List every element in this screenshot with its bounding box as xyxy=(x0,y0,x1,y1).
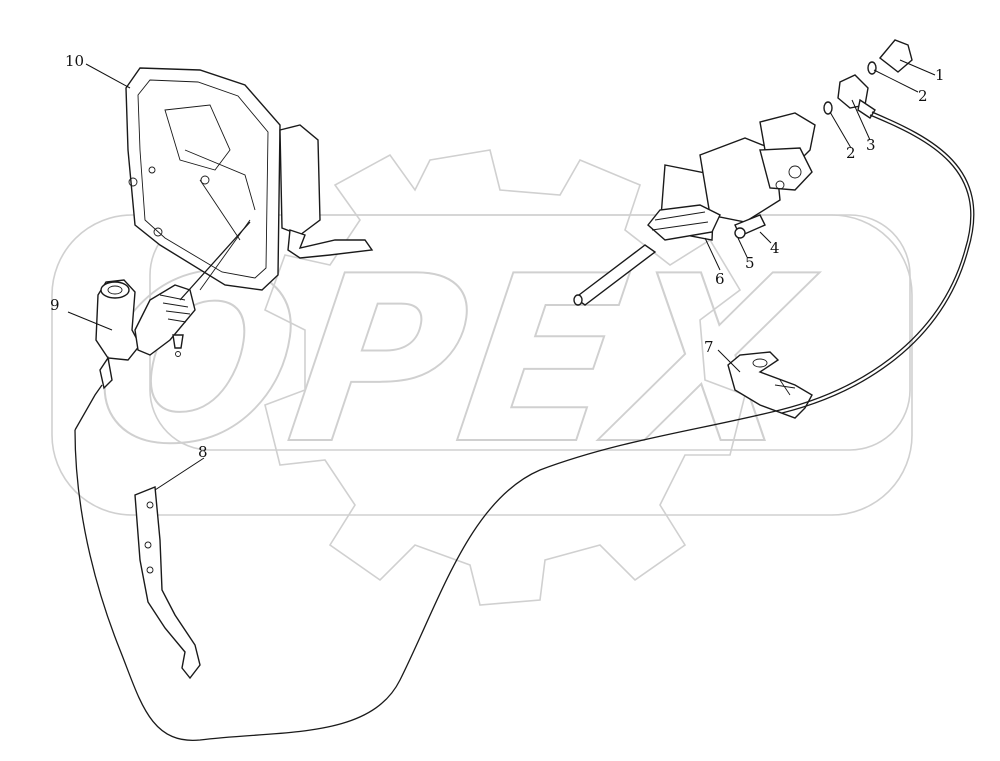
callout-labels: 1 2 2 3 4 5 6 7 8 9 10 xyxy=(50,52,945,461)
hose-cylinder xyxy=(74,384,103,431)
hydraulic-hoses xyxy=(74,111,975,741)
callout-9: 9 xyxy=(50,296,60,314)
callout-5: 5 xyxy=(745,254,755,272)
hose-bracket xyxy=(727,351,813,419)
callout-4: 4 xyxy=(770,239,780,257)
callout-1: 1 xyxy=(935,66,945,84)
callout-10: 10 xyxy=(65,52,84,70)
leader-2a xyxy=(873,69,919,93)
clutch-master-cylinder xyxy=(95,279,196,390)
callout-2a: 2 xyxy=(918,87,928,105)
leader-5 xyxy=(737,237,748,258)
clutch-pedal-lever xyxy=(134,486,201,680)
callout-2b: 2 xyxy=(846,144,856,162)
leader-1 xyxy=(899,59,936,76)
leader-6 xyxy=(704,237,721,271)
leader-4 xyxy=(759,231,772,244)
callout-6: 6 xyxy=(715,270,725,288)
fitting-1 xyxy=(878,39,913,73)
leader-2b xyxy=(829,111,852,149)
washer-2b xyxy=(823,101,833,115)
leader-8 xyxy=(154,457,205,491)
callout-leaders xyxy=(67,59,936,491)
callout-3: 3 xyxy=(866,136,876,154)
washer-2a xyxy=(867,61,877,75)
pedal-bracket-housing xyxy=(125,67,374,291)
clutch-booster xyxy=(573,112,816,306)
leader-10 xyxy=(85,63,131,89)
leader-3 xyxy=(851,99,871,141)
hose-main xyxy=(74,114,972,741)
hose-fittings xyxy=(823,39,913,119)
watermark-text: OPEX xyxy=(80,226,826,495)
pushrod-link xyxy=(179,221,251,301)
hose-inner xyxy=(781,111,975,414)
leader-7 xyxy=(717,349,741,373)
callout-8: 8 xyxy=(198,443,208,461)
callout-7: 7 xyxy=(704,338,714,356)
watermark-frame-outer xyxy=(51,214,913,516)
leader-9 xyxy=(67,311,113,331)
